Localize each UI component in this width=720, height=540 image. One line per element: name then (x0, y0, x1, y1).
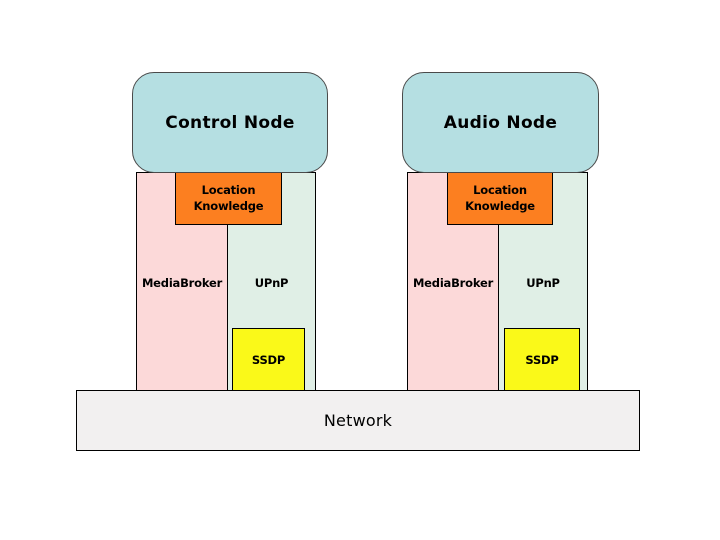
control-node-location-knowledge-box[interactable]: Location Knowledge (175, 172, 282, 225)
location-knowledge-line-2: Knowledge (193, 198, 264, 213)
control-node-header-label: Control Node (165, 112, 295, 133)
location-knowledge-line-1: Location (473, 182, 527, 197)
control-node-ssdp-box[interactable]: SSDP (232, 328, 305, 393)
audio-node-mediabroker-label: MediaBroker (412, 275, 494, 290)
audio-node-ssdp-label: SSDP (525, 352, 559, 367)
control-node-header[interactable]: Control Node (132, 72, 328, 173)
network-bar-label: Network (323, 411, 393, 430)
control-node-ssdp-label: SSDP (251, 352, 286, 367)
audio-node-location-knowledge-label: Location Knowledge (465, 183, 535, 214)
network-bar[interactable]: Network (76, 390, 640, 451)
location-knowledge-line-2: Knowledge (465, 198, 535, 213)
audio-node-header[interactable]: Audio Node (402, 72, 599, 173)
control-node-upnp-label: UPnP (254, 275, 289, 290)
control-node-location-knowledge-label: Location Knowledge (194, 183, 264, 214)
audio-node-upnp-label: UPnP (526, 275, 560, 290)
control-node-mediabroker-label: MediaBroker (141, 275, 223, 290)
audio-node-header-label: Audio Node (443, 112, 558, 133)
audio-node-location-knowledge-box[interactable]: Location Knowledge (447, 172, 553, 225)
location-knowledge-line-1: Location (201, 182, 256, 197)
audio-node-ssdp-box[interactable]: SSDP (504, 328, 580, 393)
